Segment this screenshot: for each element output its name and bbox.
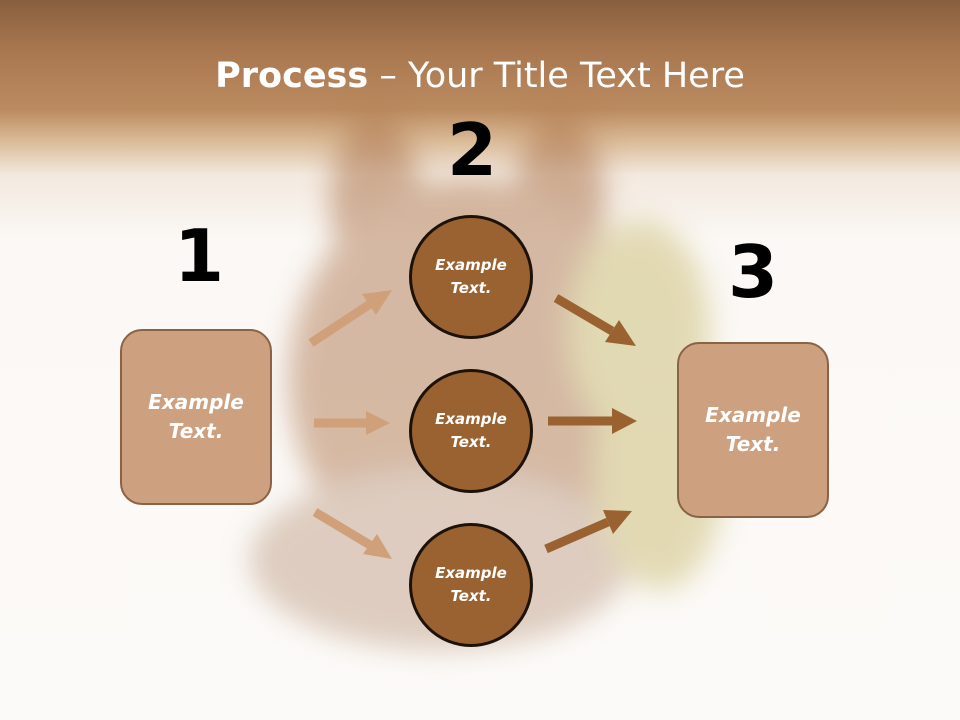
- arrow-middle-to-right: [548, 408, 637, 434]
- circle-top[interactable]: Example Text.: [409, 215, 533, 339]
- left-box-text: Example Text.: [148, 390, 244, 443]
- right-box-text: Example Text.: [705, 403, 801, 456]
- right-text-box[interactable]: Example Text.: [677, 342, 829, 518]
- title-bold: Process: [215, 56, 369, 96]
- circle-bottom[interactable]: Example Text.: [409, 523, 533, 647]
- arrow-left-to-bottom: [312, 508, 392, 559]
- circle-bottom-text: Example Text.: [435, 564, 507, 605]
- slide-title: Process – Your Title Text Here: [0, 54, 960, 98]
- circle-middle[interactable]: Example Text.: [409, 369, 533, 493]
- circle-top-text: Example Text.: [435, 256, 507, 297]
- circle-middle-text: Example Text.: [435, 410, 507, 451]
- left-text-box[interactable]: Example Text.: [120, 329, 272, 505]
- step-number-1: 1: [173, 214, 225, 298]
- arrow-left-to-middle: [314, 411, 390, 435]
- arrow-left-to-top: [308, 290, 392, 347]
- title-rest: – Your Title Text Here: [368, 56, 745, 96]
- step-number-3: 3: [727, 230, 779, 314]
- arrow-bottom-to-right: [544, 510, 632, 554]
- arrow-top-to-right: [553, 294, 636, 346]
- step-number-2: 2: [446, 108, 498, 192]
